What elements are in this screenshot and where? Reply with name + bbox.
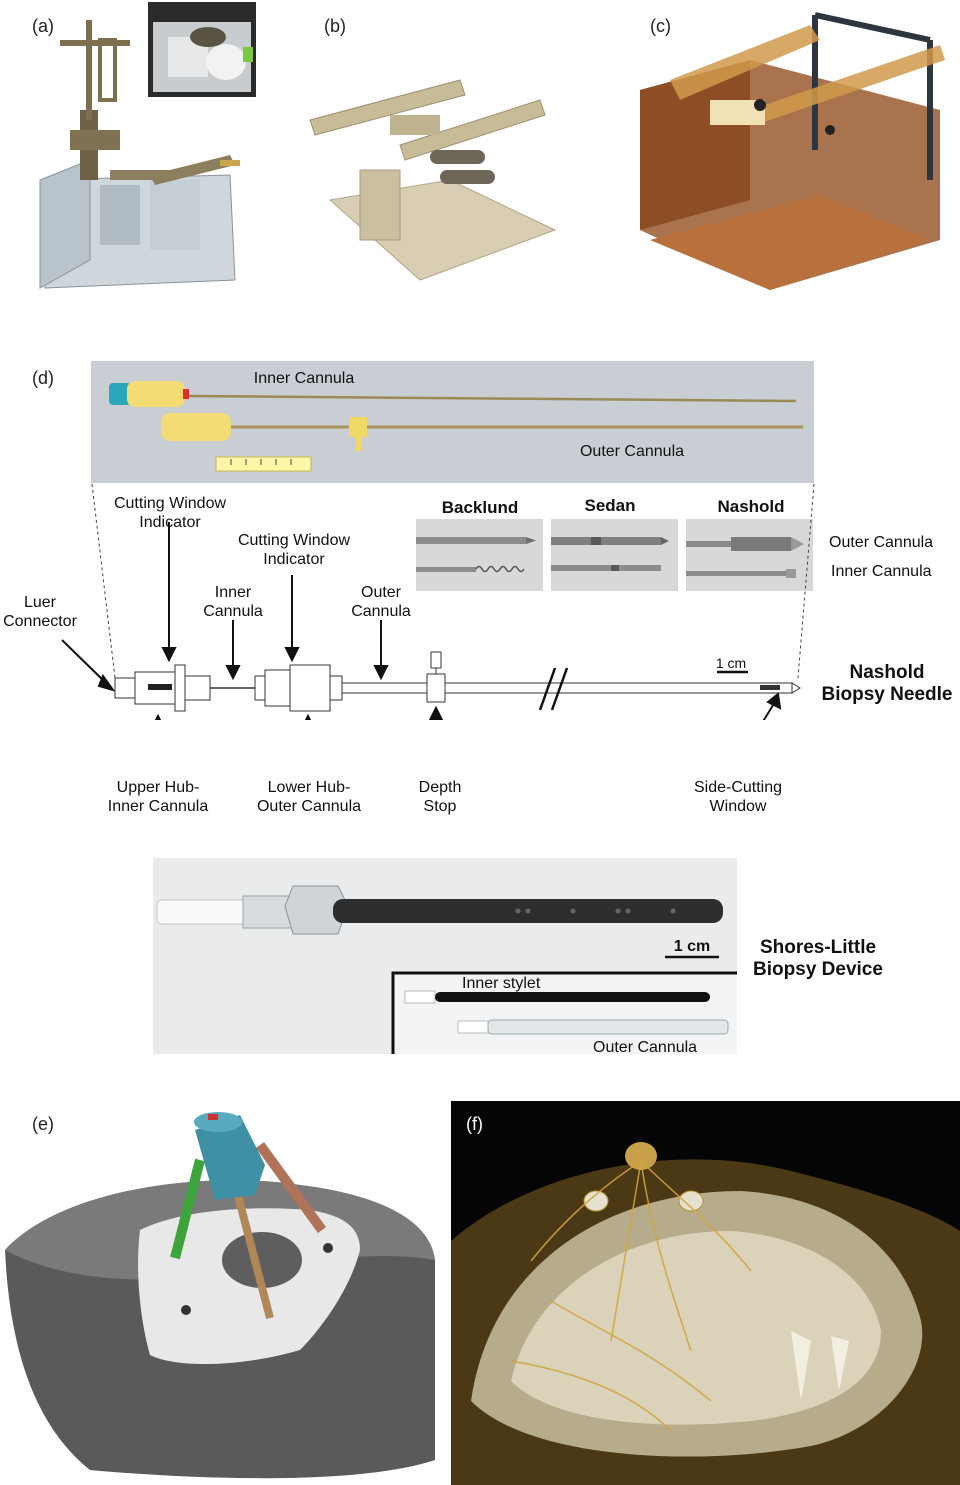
- scale-label-shores: 1 cm: [673, 938, 711, 955]
- label-shores-outer-cannula: Outer Cannula: [593, 1039, 698, 1056]
- tip-label-inner-cannula: Inner Cannula: [831, 563, 932, 580]
- label-upper-hub: Upper Hub-Inner Cannula: [107, 779, 209, 815]
- scale-label-nashold: 1 cm: [715, 655, 747, 671]
- tip-label-sedan: Sedan: [584, 496, 636, 515]
- panel-label-c: (c): [650, 16, 671, 36]
- label-inner-stylet: Inner stylet: [462, 975, 541, 992]
- sedan-tip-photo: [551, 519, 678, 591]
- stereotactic-frame-photo-a: [30, 10, 245, 295]
- shores-little-device-photo: [153, 858, 737, 1054]
- stereotactic-frame-photo-b: [300, 70, 560, 285]
- backlund-tip-photo: [416, 519, 543, 591]
- stereotactic-frame-photo-c: [630, 10, 950, 295]
- photo-label-outer-cannula: Outer Cannula: [579, 443, 685, 460]
- ct-skull-rendering-f: [451, 1101, 960, 1485]
- panel-label-e: (e): [32, 1114, 54, 1134]
- skull-3d-model-e: [0, 1100, 440, 1485]
- panel-label-a: (a): [32, 16, 54, 36]
- nashold-needle-schematic: [0, 480, 960, 720]
- panel-label-d: (d): [32, 368, 54, 388]
- nashold-needle-photo: [91, 361, 814, 483]
- tip-label-outer-cannula: Outer Cannula: [829, 534, 934, 551]
- tip-label-nashold: Nashold: [717, 497, 785, 516]
- inset-photo-a: [148, 2, 256, 97]
- photo-label-inner-cannula: Inner Cannula: [253, 370, 355, 387]
- label-lower-hub: Lower Hub-Outer Cannula: [256, 779, 362, 815]
- panel-label-f: (f): [466, 1114, 483, 1134]
- nashold-tip-photo: [686, 519, 813, 591]
- tip-label-backlund: Backlund: [441, 498, 519, 517]
- panel-label-b: (b): [324, 16, 346, 36]
